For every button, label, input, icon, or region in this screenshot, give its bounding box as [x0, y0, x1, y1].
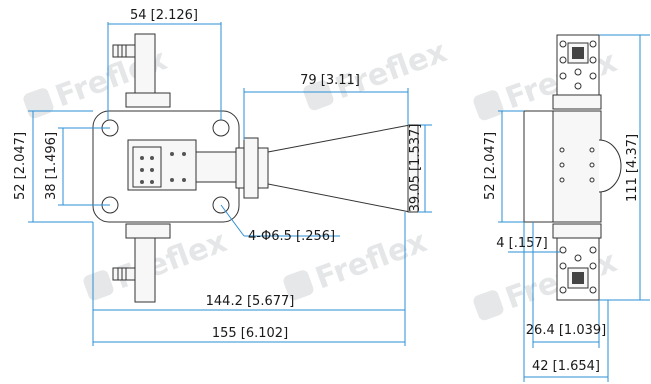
watermark-text: Freflex	[331, 34, 452, 106]
dim-side-height: 52 [2.047]	[483, 132, 498, 200]
horn-flange-inner	[235, 147, 245, 189]
dim-overall-144: 144.2 [5.677]	[206, 294, 295, 309]
dim-side-width-outer: 42 [1.654]	[532, 359, 600, 374]
top-waveguide	[134, 33, 156, 95]
dim-left-inner: 38 [1.496]	[44, 132, 59, 200]
dim-hole-spec: 4-Φ6.5 [.256]	[248, 229, 335, 244]
top-flange	[125, 92, 171, 108]
dim-overall-155: 155 [6.102]	[212, 326, 288, 341]
dim-left-outer: 52 [2.047]	[13, 132, 28, 200]
top-coax-connector	[112, 44, 136, 58]
horn-flange	[243, 137, 259, 199]
bottom-flange	[125, 223, 171, 239]
dim-horn-length: 79 [3.11]	[300, 73, 360, 88]
waveguide-section	[195, 151, 237, 183]
dim-horn-aperture: 39.05 [1.537]	[408, 124, 423, 213]
bottom-coax-connector	[112, 267, 136, 281]
mounting-hole	[212, 119, 230, 137]
side-horn-profile	[598, 139, 622, 193]
center-block	[132, 146, 162, 188]
horn-antenna	[267, 124, 411, 213]
front-dimensions: 54 [2.126] 79 [3.11] 52 [2.047] 38 [1.49…	[13, 8, 432, 346]
dim-side-thickness: 4 [.157]	[496, 236, 548, 251]
horn-aperture	[407, 124, 419, 213]
bottom-waveguide	[134, 237, 156, 303]
side-dimensions: 52 [2.047] 4 [.157] 111 [4.37] 26.4 [1.0…	[483, 34, 650, 382]
dim-side-total: 111 [4.37]	[625, 134, 640, 202]
front-view	[92, 33, 419, 303]
side-view	[523, 34, 622, 301]
side-bottom-collar	[552, 223, 602, 239]
horn-throat	[257, 147, 269, 189]
side-top-collar	[552, 94, 602, 110]
dim-top-width: 54 [2.126]	[130, 8, 198, 23]
dim-side-width-inner: 26.4 [1.039]	[526, 323, 606, 338]
